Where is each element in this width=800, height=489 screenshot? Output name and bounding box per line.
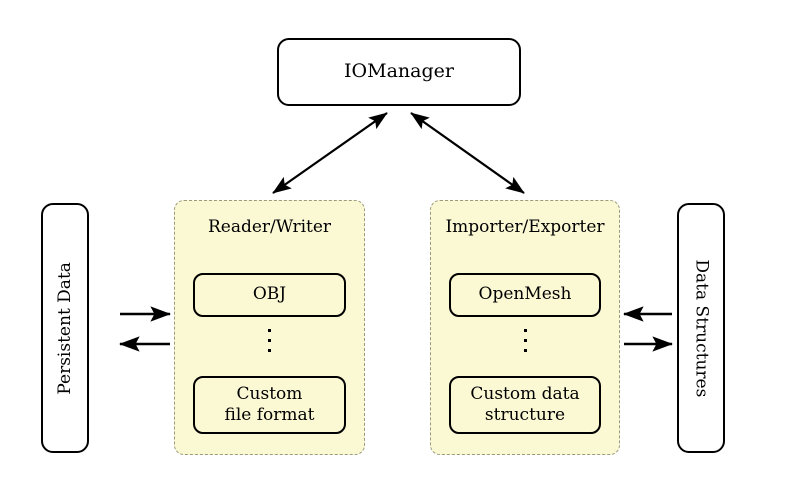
node-custom-file-format[interactable]: Custom file format (193, 376, 346, 434)
data-structures-label: Data Structures (691, 259, 712, 397)
ellipsis-importer-exporter (431, 329, 619, 359)
arrow-manager-to-reader-writer (272, 112, 388, 194)
custom-data-structure-line1: Custom data (470, 383, 580, 404)
persistent-data-label: Persistent Data (54, 261, 75, 395)
custom-file-format-line2: file format (224, 405, 315, 425)
group-importer-exporter[interactable]: Importer/Exporter OpenMesh Custom data s… (430, 200, 620, 455)
group-reader-writer-title: Reader/Writer (207, 217, 332, 237)
node-openmesh[interactable]: OpenMesh (449, 273, 601, 317)
node-obj[interactable]: OBJ (193, 273, 346, 317)
openmesh-label: OpenMesh (478, 284, 572, 305)
node-persistent-data[interactable]: Persistent Data (41, 203, 89, 453)
arrow-manager-to-importer-exporter (410, 112, 525, 194)
custom-data-structure-line2: structure (484, 405, 566, 425)
node-custom-data-structure[interactable]: Custom data structure (449, 376, 601, 434)
obj-label: OBJ (252, 284, 287, 305)
group-importer-exporter-title: Importer/Exporter (445, 217, 605, 237)
node-iomanager[interactable]: IOManager (277, 38, 521, 106)
iomanager-label: IOManager (344, 60, 454, 83)
ellipsis-reader-writer (175, 329, 364, 359)
node-data-structures[interactable]: Data Structures (677, 203, 725, 453)
custom-file-format-line1: Custom (236, 383, 303, 404)
group-reader-writer[interactable]: Reader/Writer OBJ Custom file format (174, 200, 365, 455)
